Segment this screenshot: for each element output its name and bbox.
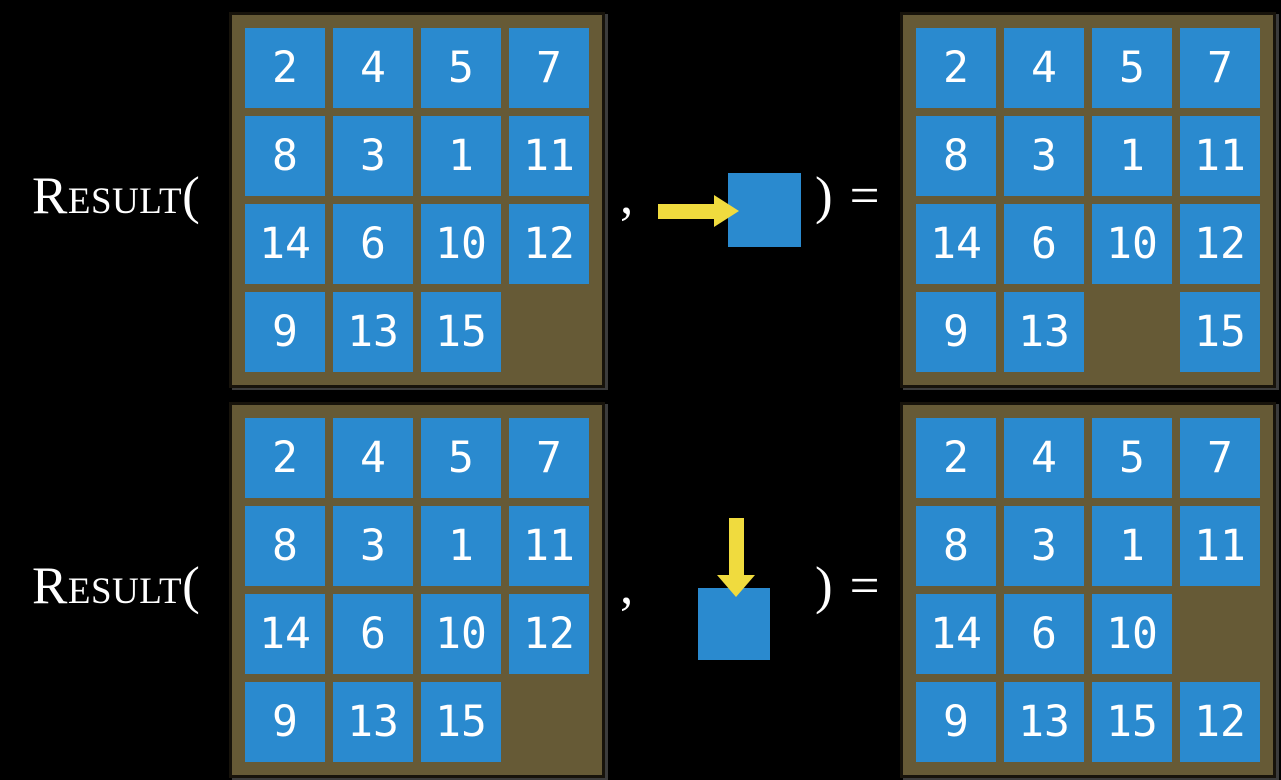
- close-paren: ): [815, 557, 833, 615]
- puzzle-tile: 3: [1004, 116, 1084, 196]
- puzzle-tile: 7: [1180, 418, 1260, 498]
- function-call-label: Result(: [32, 170, 200, 223]
- puzzle-tile: 10: [1092, 204, 1172, 284]
- puzzle-tile: 6: [1004, 204, 1084, 284]
- comma-separator: ,: [620, 557, 634, 615]
- puzzle-tile: 13: [333, 682, 413, 762]
- puzzle-tile: 11: [1180, 116, 1260, 196]
- puzzle-tile: 2: [916, 28, 996, 108]
- puzzle-tile: 13: [1004, 292, 1084, 372]
- puzzle-tile: 4: [333, 418, 413, 498]
- open-paren: (: [182, 167, 201, 225]
- puzzle-tile: 2: [916, 418, 996, 498]
- arrow-shaft: [729, 518, 744, 575]
- puzzle-tile: 15: [1180, 292, 1260, 372]
- puzzle-tile: 12: [1180, 204, 1260, 284]
- puzzle-tile: 4: [333, 28, 413, 108]
- puzzle-tile: 5: [1092, 418, 1172, 498]
- blank-cell: [509, 682, 589, 762]
- equals-sign: =: [849, 167, 880, 225]
- puzzle-tile: 6: [333, 594, 413, 674]
- puzzle-tile: 12: [509, 594, 589, 674]
- arrow-down-icon: [717, 518, 755, 597]
- puzzle-tile: 14: [245, 594, 325, 674]
- puzzle-tile: 3: [1004, 506, 1084, 586]
- puzzle-tile: 4: [1004, 418, 1084, 498]
- puzzle-tile: 4: [1004, 28, 1084, 108]
- puzzle-tile: 2: [245, 418, 325, 498]
- puzzle-tile: 12: [509, 204, 589, 284]
- puzzle-tile: 10: [421, 594, 501, 674]
- puzzle-tile: 6: [333, 204, 413, 284]
- puzzle-tile: 9: [245, 682, 325, 762]
- puzzle-tile: 1: [421, 116, 501, 196]
- puzzle-tile: 5: [1092, 28, 1172, 108]
- puzzle-tile: 10: [421, 204, 501, 284]
- close-paren: ): [815, 167, 833, 225]
- puzzle-tile: 1: [1092, 506, 1172, 586]
- tile-square: [698, 588, 770, 660]
- puzzle-tile: 1: [1092, 116, 1172, 196]
- tile-square: [728, 173, 801, 247]
- puzzle-tile: 14: [245, 204, 325, 284]
- arrow-right-icon: [658, 195, 739, 227]
- puzzle-tile: 11: [509, 116, 589, 196]
- puzzle-tile: 6: [1004, 594, 1084, 674]
- puzzle-tile: 8: [916, 506, 996, 586]
- equals-sign: =: [849, 557, 880, 615]
- function-call-label: Result(: [32, 560, 200, 613]
- puzzle-tile: 15: [1092, 682, 1172, 762]
- puzzle-tile: 9: [245, 292, 325, 372]
- arrow-shaft: [658, 204, 715, 219]
- puzzle-tile: 13: [333, 292, 413, 372]
- comma-separator: ,: [620, 167, 634, 225]
- puzzle-tile: 9: [916, 292, 996, 372]
- arrow-head: [717, 575, 755, 597]
- puzzle-tile: 7: [1180, 28, 1260, 108]
- puzzle-tile: 15: [421, 292, 501, 372]
- puzzle-tile: 11: [509, 506, 589, 586]
- puzzle-tile: 10: [1092, 594, 1172, 674]
- puzzle-tile: 14: [916, 594, 996, 674]
- puzzle-tile: 1: [421, 506, 501, 586]
- puzzle-tile: 3: [333, 506, 413, 586]
- puzzle-tile: 9: [916, 682, 996, 762]
- puzzle-tile: 11: [1180, 506, 1260, 586]
- puzzle-tile: 3: [333, 116, 413, 196]
- puzzle-tile: 8: [245, 506, 325, 586]
- close-paren-equals: ) =: [815, 560, 880, 613]
- puzzle-tile: 8: [916, 116, 996, 196]
- close-paren-equals: ) =: [815, 170, 880, 223]
- puzzle-tile: 14: [916, 204, 996, 284]
- puzzle-tile: 8: [245, 116, 325, 196]
- puzzle-tile: 7: [509, 418, 589, 498]
- blank-cell: [1180, 594, 1260, 674]
- puzzle-tile: 13: [1004, 682, 1084, 762]
- puzzle-tile: 12: [1180, 682, 1260, 762]
- puzzle-tile: 15: [421, 682, 501, 762]
- function-name: Result: [32, 167, 183, 225]
- puzzle-tile: 7: [509, 28, 589, 108]
- puzzle-tile: 5: [421, 28, 501, 108]
- puzzle-tile: 2: [245, 28, 325, 108]
- puzzle-tile: 5: [421, 418, 501, 498]
- open-paren: (: [182, 557, 201, 615]
- function-name: Result: [32, 557, 183, 615]
- arrow-head: [714, 195, 739, 227]
